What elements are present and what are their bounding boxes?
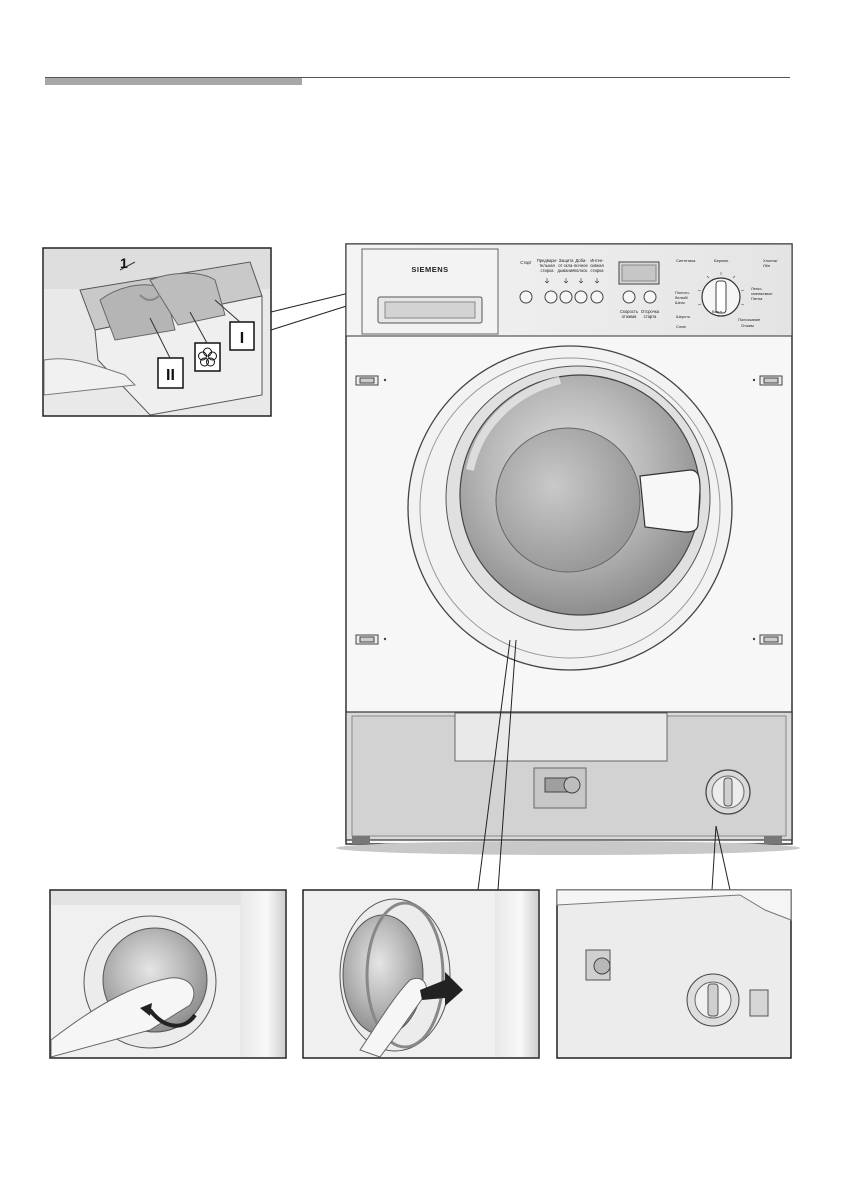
button-label-prewash-1: Предвари- [537, 258, 558, 263]
inset-pull-door [302, 889, 540, 1059]
program-label-cottonswhite-3: Шелк [675, 300, 685, 305]
button-label-spin-1: Скорость [620, 309, 639, 314]
compartment-i-label-box [229, 321, 255, 351]
softener-label-box [194, 342, 221, 372]
compartment-ii-label: II [166, 367, 175, 384]
program-label-drain: Слив [676, 324, 686, 329]
intensive-wash-button[interactable] [590, 290, 604, 304]
drawer-callout-number: 1 [120, 255, 128, 271]
button-label-delay-2: старта [644, 314, 657, 319]
button-label-delay-1: Отсрочка [641, 309, 660, 314]
program-dial[interactable] [701, 277, 741, 317]
program-label-cotton-2: Лён [763, 263, 770, 268]
button-label-rinse-2: вочное [574, 263, 588, 268]
program-label-synthetics: Синтетика [676, 258, 696, 263]
button-label-rinse-1: Доба- [575, 258, 587, 263]
compartment-i-label: I [240, 330, 244, 347]
button-label-prewash-3: стирка [541, 268, 555, 273]
program-label-easycare-3: Пятна [751, 296, 763, 301]
button-label-intensive-1: Интен- [590, 258, 604, 263]
section-heading-bar [45, 77, 302, 85]
crease-protection-button[interactable] [559, 290, 573, 304]
program-label-delicate: Бережн. [714, 258, 729, 263]
program-label-wool: Шерсть [676, 314, 690, 319]
program-label-cotton-1: Хлопок/ [763, 258, 778, 263]
button-label-crease-2: от скла- [558, 263, 574, 268]
brand-logo: SIEMENS [411, 265, 448, 274]
program-label-cottonswhite-2: белый/ [675, 295, 689, 300]
program-label-cottonswhite-1: Полото- [675, 290, 691, 295]
inset-pump-plinth [556, 889, 792, 1059]
button-label-intensive-2: сивная [590, 263, 604, 268]
button-label-intensive-3: стирка [591, 268, 605, 273]
extra-rinse-button[interactable] [574, 290, 588, 304]
compartment-ii-label-box [157, 357, 184, 389]
program-label-easycare-1: Легко- [751, 286, 763, 291]
delay-start-button[interactable] [643, 290, 657, 304]
flower-softener-icon [198, 347, 217, 367]
button-label-prewash-2: тельная [539, 263, 555, 268]
button-label-rinse-3: полоск. [574, 268, 588, 273]
door-handle[interactable] [639, 469, 701, 533]
washing-machine: SIEMENS Старт Предвари- тельная стирка З… [336, 243, 800, 855]
program-label-easycare-2: сменяемые [751, 291, 773, 296]
prewash-button[interactable] [544, 290, 558, 304]
button-label-spin-2: отжима [622, 314, 637, 319]
detergent-drawer-inset: 1 II I [42, 247, 272, 417]
start-button[interactable] [519, 290, 533, 304]
button-label-crease-3: дывания [558, 268, 575, 273]
spin-speed-button[interactable] [622, 290, 636, 304]
program-label-rinse: Полоскание [738, 317, 761, 322]
washer-door[interactable] [407, 345, 733, 671]
button-label-start: Старт [520, 260, 531, 265]
section-heading-rule [45, 77, 790, 78]
program-label-spin: Отжим [741, 323, 754, 328]
inset-open-door [49, 889, 287, 1059]
program-label-off: Выкл [712, 309, 722, 314]
button-label-crease-1: Защита [559, 258, 575, 263]
